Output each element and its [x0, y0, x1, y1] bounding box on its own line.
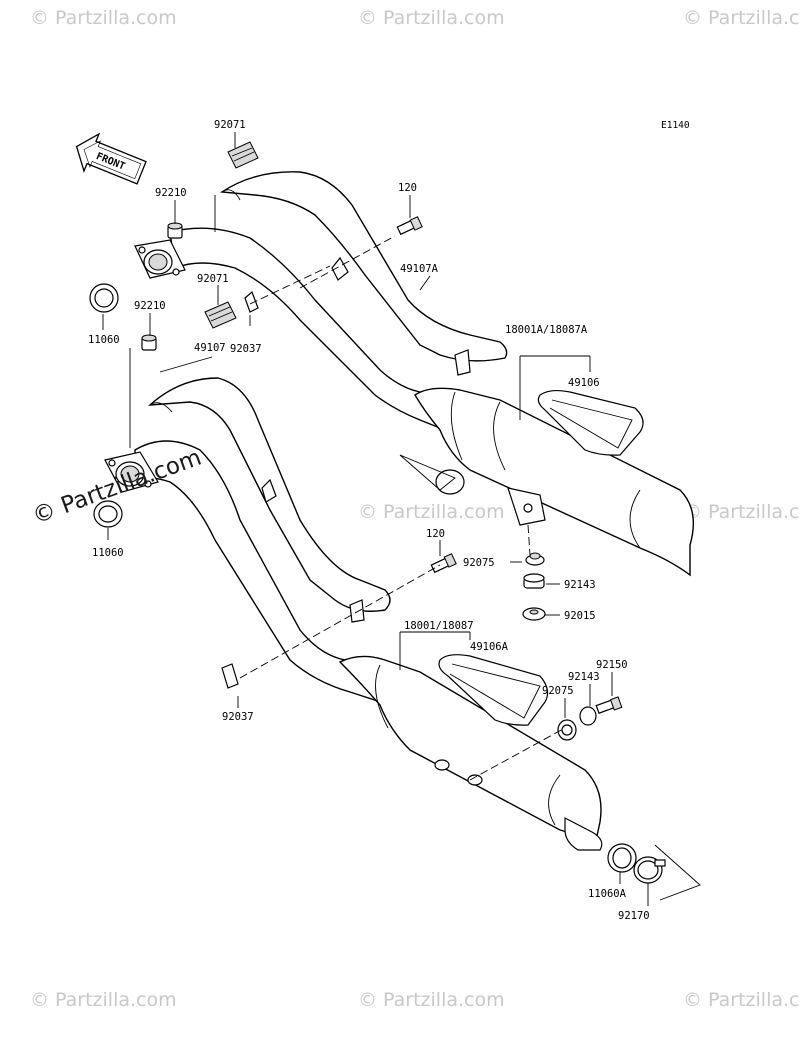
label-92210-mid: 92210 [134, 300, 166, 312]
heat-guard-49107A [219, 171, 508, 362]
label-49107: 49107 [194, 342, 226, 354]
lower-exhaust-assembly [104, 377, 603, 851]
collar-92210-upper [167, 222, 183, 239]
watermark-bottom-left: © Partzilla.com [30, 989, 177, 1011]
damper-92075-lower [557, 719, 577, 741]
pipe-clamp-upper [331, 256, 349, 281]
label-92170: 92170 [618, 910, 650, 922]
watermark-middle-center: © Partzilla.com [358, 501, 505, 523]
grommet-92015 [522, 607, 546, 621]
label-92210-top: 92210 [155, 187, 187, 199]
heat-guard-clamp-upper [454, 349, 471, 376]
watermark-bottom-center: © Partzilla.com [358, 989, 505, 1011]
label-92071-mid: 92071 [197, 273, 229, 285]
diagram-reference-code: E1140 [661, 120, 690, 131]
label-49107A: 49107A [400, 263, 439, 275]
pad-92071-upper [227, 141, 259, 169]
part-labels: 92071 92210 120 49107A 92071 92210 92037… [88, 119, 650, 922]
bolt-92150 [595, 696, 623, 714]
watermark-top-right: © Partzilla.com [683, 7, 800, 29]
label-92075-a: 92075 [463, 557, 495, 569]
clamp-92170 [633, 856, 666, 884]
muffler-upper [414, 387, 694, 577]
pipe-clamp-lower [261, 478, 277, 503]
damper-92075-upper [525, 552, 545, 566]
label-120-top: 120 [398, 182, 417, 194]
tailpipe-lower [564, 817, 603, 851]
clip-92037-lower [221, 663, 239, 689]
label-92037-bottom: 92037 [222, 711, 254, 723]
label-92071-top: 92071 [214, 119, 246, 131]
flange-upper [134, 239, 186, 279]
label-18001-18087: 18001/18087 [404, 620, 474, 632]
label-92015: 92015 [564, 610, 596, 622]
collar-92143-lower [579, 706, 597, 726]
gasket-11060-upper [89, 283, 119, 313]
bolt-120-upper [396, 216, 423, 236]
watermark-top-center: © Partzilla.com [358, 7, 505, 29]
watermark-top-left: © Partzilla.com [30, 7, 177, 29]
clip-92037-upper [244, 290, 259, 313]
dashed-assembly-lines [239, 235, 566, 781]
heat-shield-49106 [537, 389, 644, 456]
heat-shield-49106A [438, 654, 549, 726]
label-11060A: 11060A [588, 888, 627, 900]
label-11060-top: 11060 [88, 334, 120, 346]
leader-lines [102, 132, 649, 906]
watermark-group: © Partzilla.com © Partzilla.com © Partzi… [30, 7, 800, 1011]
flange-lower [104, 451, 159, 493]
upper-exhaust-assembly [134, 171, 694, 577]
label-49106: 49106 [568, 377, 600, 389]
watermark-middle-right: © Partzilla.com [683, 501, 800, 523]
label-18001A-18087A: 18001A/18087A [505, 324, 588, 336]
front-arrow-icon: FRONT [75, 132, 147, 185]
connector-11060A [607, 843, 637, 873]
label-92143-b: 92143 [568, 671, 600, 683]
bolt-120-lower [430, 553, 457, 574]
collar-92143-upper [523, 573, 545, 589]
label-49106A: 49106A [470, 641, 509, 653]
gasket-11060-lower [93, 500, 123, 528]
watermark-bottom-right: © Partzilla.com [683, 989, 800, 1011]
label-11060-bottom: 11060 [92, 547, 124, 559]
label-120-bottom: 120 [426, 528, 445, 540]
pad-92071-lower [204, 301, 237, 329]
label-92143-a: 92143 [564, 579, 596, 591]
label-92075-b: 92075 [542, 685, 574, 697]
label-92150: 92150 [596, 659, 628, 671]
collar-92210-lower [141, 334, 157, 351]
label-92037-top: 92037 [230, 343, 262, 355]
heat-guard-clamp-lower [349, 599, 365, 623]
